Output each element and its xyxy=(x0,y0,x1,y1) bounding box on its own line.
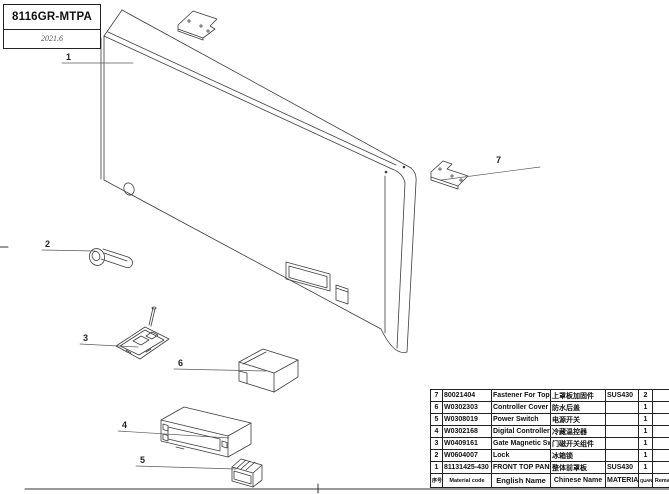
material xyxy=(605,425,639,438)
leader-7 xyxy=(440,166,541,181)
remark xyxy=(652,437,669,450)
header-quantity: QUANTITY xyxy=(638,473,653,488)
controller-cover-drawing xyxy=(238,348,299,393)
remark xyxy=(652,449,669,462)
material-code: W0409161 xyxy=(442,437,492,450)
chinese-name: 门磁开关组件 xyxy=(550,437,606,450)
power-switch-drawing xyxy=(231,458,263,488)
chinese-name: 冷藏温控器 xyxy=(550,425,606,438)
table-row: 6 W0302303 Controller Cover 防水后盖 1 xyxy=(430,401,669,414)
leader-6 xyxy=(173,368,267,372)
header-material-code: Material code xyxy=(442,473,492,488)
remark xyxy=(652,461,669,474)
front-top-panel-drawing xyxy=(100,9,417,353)
quantity: 1 xyxy=(638,449,653,462)
callout-2: 2 xyxy=(45,239,51,249)
english-name: Fastener For Top Panel xyxy=(491,389,551,402)
header-english-name: English Name xyxy=(491,473,551,488)
chinese-name: 电源开关 xyxy=(550,413,606,426)
chinese-name: 整体前罩板 xyxy=(550,461,606,474)
material-code: W0302168 xyxy=(442,425,492,438)
part-no: 4 xyxy=(430,425,443,438)
chinese-name: 上罩板加固件 xyxy=(550,389,606,402)
table-row: 3 W0409161 Gate Magnetic Switch 门磁开关组件 1 xyxy=(430,437,669,450)
material xyxy=(605,449,639,462)
material-code: 80021404 xyxy=(442,389,492,402)
quantity: 2 xyxy=(638,389,653,402)
material-code: W0302303 xyxy=(442,401,492,414)
lock-drawing xyxy=(88,248,133,269)
english-name: FRONT TOP PANEL-TOP xyxy=(491,461,551,474)
callout-1: 1 xyxy=(66,52,72,62)
quantity: 1 xyxy=(638,413,653,426)
part-no: 1 xyxy=(430,461,443,474)
chinese-name: 防水后盖 xyxy=(550,401,606,414)
table-row: 7 80021404 Fastener For Top Panel 上罩板加固件… xyxy=(430,389,669,402)
material: SUS430 xyxy=(605,389,639,402)
table-row: 5 W0308019 Power Switch 电源开关 1 xyxy=(430,413,669,426)
leader-2 xyxy=(41,249,96,252)
callout-3: 3 xyxy=(83,333,89,343)
gate-magnetic-switch-drawing xyxy=(115,306,170,360)
part-no: 7 xyxy=(430,389,443,402)
english-name: Lock xyxy=(491,449,551,462)
switch-cutout xyxy=(335,284,349,305)
quantity: 1 xyxy=(638,461,653,474)
header-remark: Remark xyxy=(652,473,669,488)
leader-lines xyxy=(41,62,541,470)
table-row: 2 W0604007 Lock 冰箱锁 1 xyxy=(430,449,669,462)
material xyxy=(605,401,639,414)
title-block: 8116GR-MTPA 2021.6 xyxy=(3,4,101,49)
table-header-row: 序号 Material code English Name Chinese Na… xyxy=(430,473,669,488)
material-code: W0604007 xyxy=(442,449,492,462)
leader-4 xyxy=(117,430,230,439)
header-index: 序号 xyxy=(430,473,443,488)
header-material: MATERIAL xyxy=(605,473,639,488)
quantity: 1 xyxy=(638,425,653,438)
quantity: 1 xyxy=(638,437,653,450)
part-no: 3 xyxy=(430,437,443,450)
parts-table: 7 80021404 Fastener For Top Panel 上罩板加固件… xyxy=(430,389,669,488)
digital-controller-drawing xyxy=(160,406,252,458)
material: SUS430 xyxy=(605,461,639,474)
header-chinese-name: Chinese Name xyxy=(550,473,606,488)
table-row: 1 81131425-430 FRONT TOP PANEL-TOP 整体前罩板… xyxy=(430,461,669,474)
table-row: 4 W0302168 Digital Controller 冷藏温控器 1 xyxy=(430,425,669,438)
lock-hole xyxy=(123,182,135,196)
callout-7: 7 xyxy=(496,155,502,165)
material xyxy=(605,413,639,426)
part-no: 2 xyxy=(430,449,443,462)
fastener-drawing-right xyxy=(430,160,469,190)
fastener-drawing-top xyxy=(177,10,218,41)
remark xyxy=(652,425,669,438)
model-number: 8116GR-MTPA xyxy=(4,5,100,30)
part-no: 6 xyxy=(430,401,443,414)
chinese-name: 冰箱锁 xyxy=(550,449,606,462)
part-no: 5 xyxy=(430,413,443,426)
callout-6: 6 xyxy=(178,358,184,368)
material xyxy=(605,437,639,450)
revision-date: 2021.6 xyxy=(41,34,63,43)
leader-5 xyxy=(135,465,237,470)
english-name: Digital Controller xyxy=(491,425,551,438)
leader-3 xyxy=(79,343,139,348)
english-name: Controller Cover xyxy=(491,401,551,414)
english-name: Power Switch xyxy=(491,413,551,426)
remark xyxy=(652,413,669,426)
remark xyxy=(652,401,669,414)
material-code: 81131425-430 xyxy=(442,461,492,474)
controller-cutout xyxy=(285,261,331,292)
material-code: W0308019 xyxy=(442,413,492,426)
quantity: 1 xyxy=(638,401,653,414)
callout-5: 5 xyxy=(140,455,146,465)
remark xyxy=(652,389,669,402)
sheet-border xyxy=(0,246,669,494)
callout-4: 4 xyxy=(122,420,128,430)
english-name: Gate Magnetic Switch xyxy=(491,437,551,450)
